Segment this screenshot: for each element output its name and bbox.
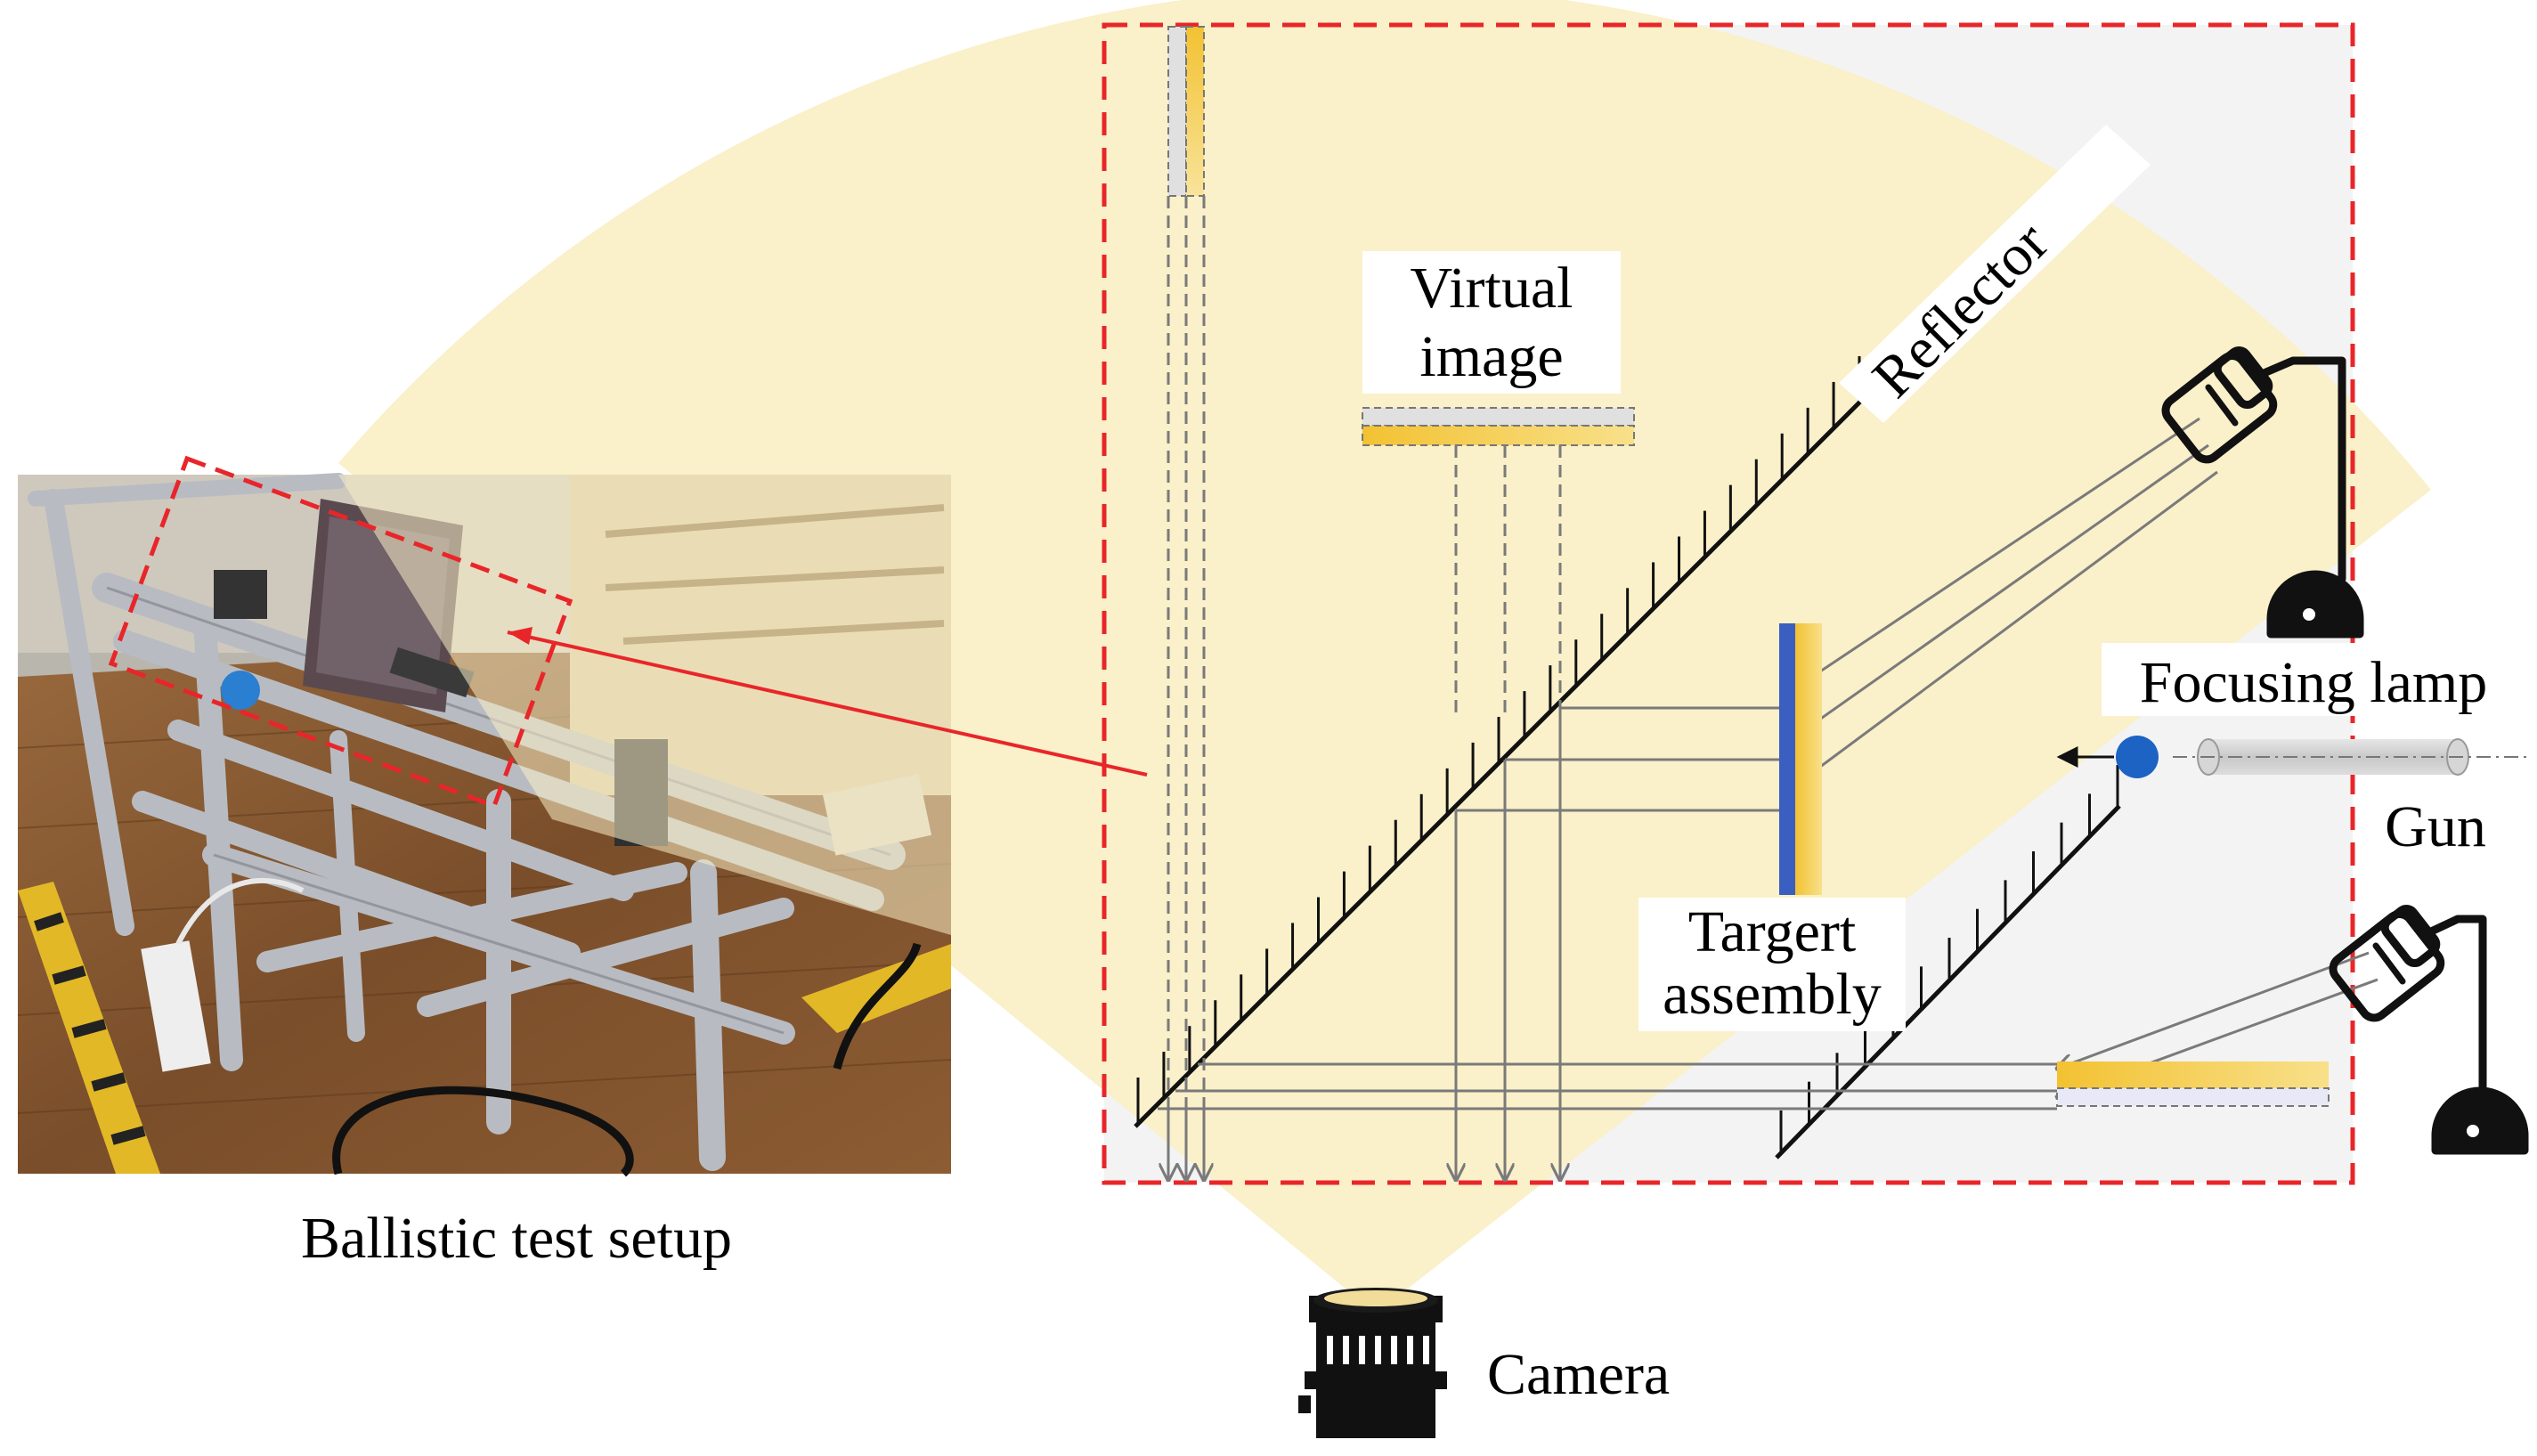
bullet-icon bbox=[2116, 736, 2159, 778]
virtual-image-rays bbox=[1167, 196, 1562, 1104]
target-reflection bbox=[2056, 1061, 2330, 1107]
camera-icon bbox=[1298, 1288, 1447, 1438]
camera-label: Camera bbox=[1487, 1342, 1670, 1407]
target-assembly bbox=[1779, 623, 1822, 895]
photo-highlight-box bbox=[108, 455, 573, 809]
focusing-lamp-label-bg bbox=[2102, 643, 2520, 716]
connector-arrow bbox=[507, 630, 1148, 777]
virtual-image-label-bg bbox=[1362, 251, 1621, 394]
focusing-lamp-label: Focusing lamp bbox=[2140, 650, 2488, 715]
target-label-1: Targert bbox=[1688, 899, 1856, 964]
virtual-image-bar bbox=[1362, 407, 1635, 446]
focusing-lamp-icon bbox=[2161, 346, 2364, 639]
virtual-image-label-1: Virtual bbox=[1411, 256, 1573, 321]
lamp-rays-lower bbox=[1158, 951, 2378, 1110]
virtual-image-label-2: image bbox=[1419, 324, 1563, 389]
connector-arrow-head bbox=[508, 627, 533, 645]
gun-label: Gun bbox=[2385, 794, 2486, 859]
focusing-lamp-icon-lower bbox=[2329, 904, 2529, 1155]
virtual-image-strip-top bbox=[1167, 26, 1205, 197]
lamp-rays-upper bbox=[1785, 417, 2218, 793]
main-reflector bbox=[1134, 356, 1863, 1128]
reflector-label-bg bbox=[1839, 125, 2151, 423]
ballistic-setup-photo bbox=[17, 473, 952, 1177]
target-label-2: assembly bbox=[1663, 962, 1882, 1027]
gun-barrel-icon bbox=[2173, 738, 2529, 776]
target-label-bg bbox=[1638, 898, 1906, 1031]
photo-caption: Ballistic test setup bbox=[301, 1206, 732, 1271]
